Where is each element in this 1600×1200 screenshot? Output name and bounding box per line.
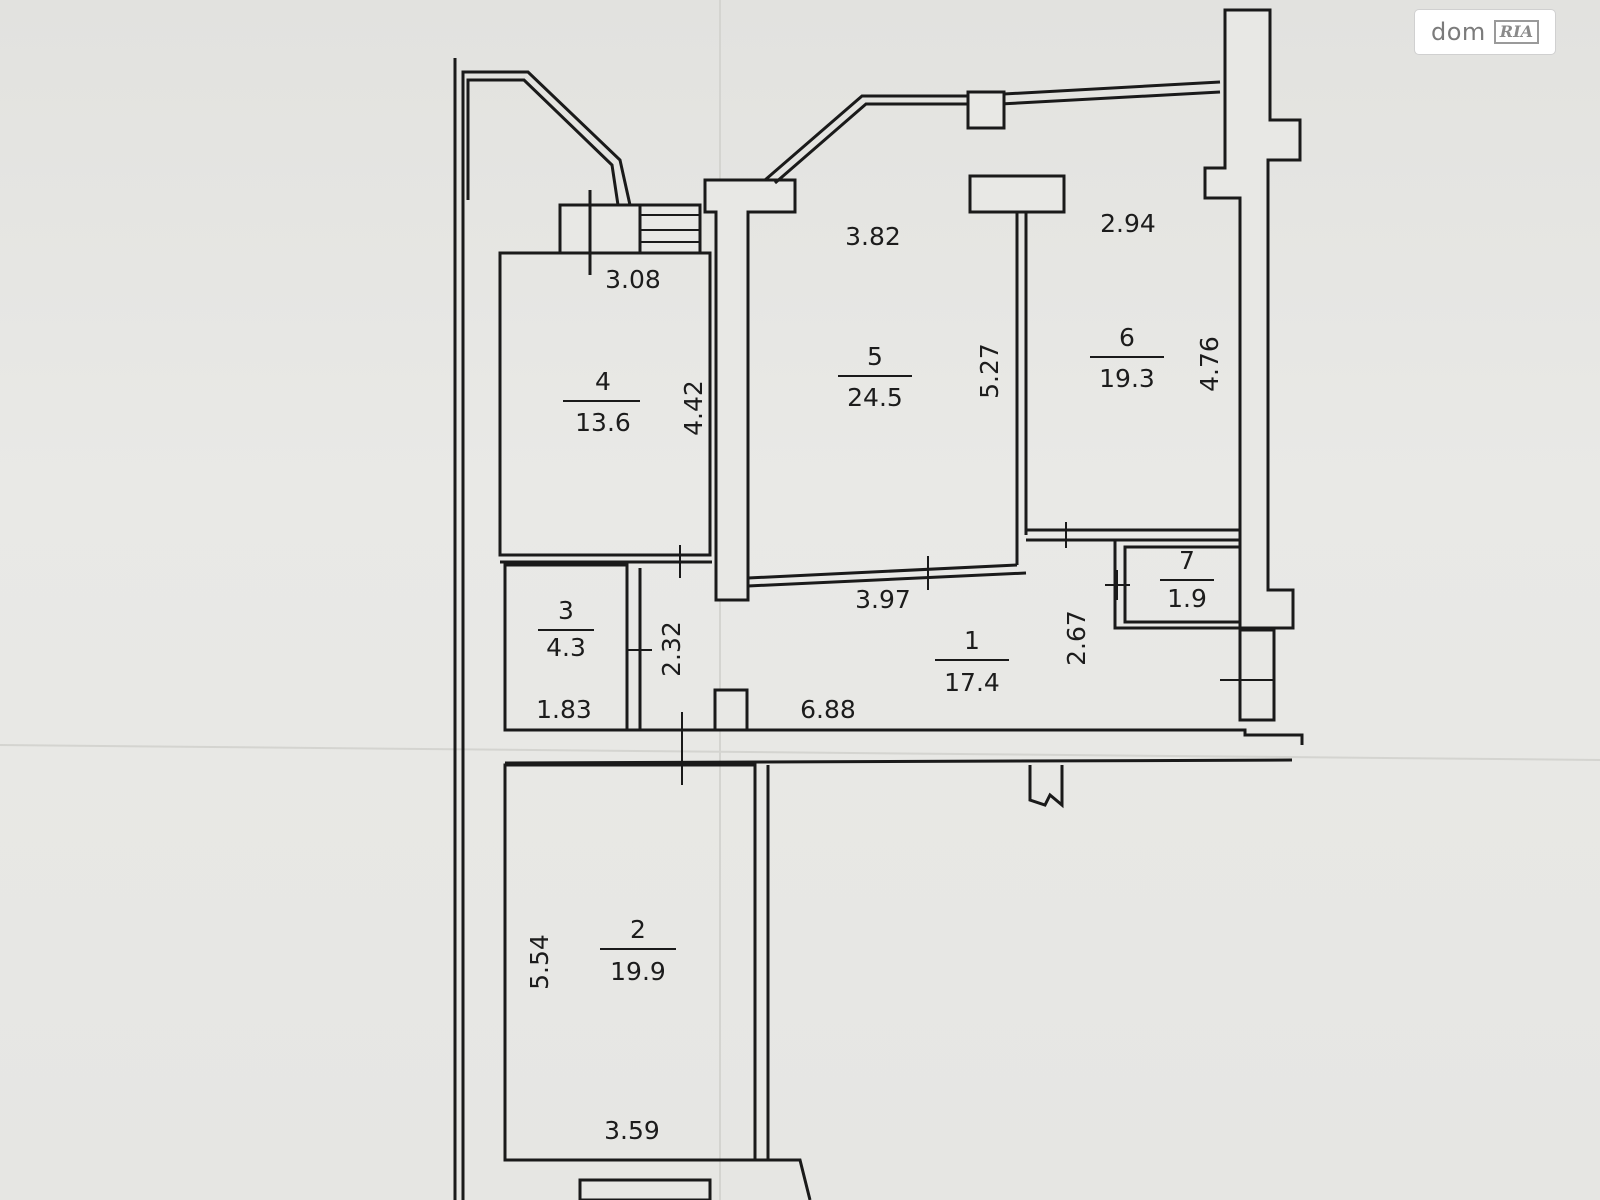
dimension-label: 4.76 [1195,336,1224,392]
room-area: 24.5 [847,383,903,412]
room-number: 5 [867,342,883,371]
room-number: 6 [1119,323,1135,352]
room-label-2: 2 19.9 [600,915,676,986]
paper-fold-line [0,744,1600,761]
dimension-label: 1.83 [536,695,592,724]
room-number: 7 [1179,546,1195,575]
dom-ria-watermark-logo: dom RIA [1415,10,1555,54]
room-label-4: 4 13.6 [563,367,640,437]
outer-walls [453,8,1304,1200]
dimension-label: 6.88 [800,695,856,724]
dimension-label: 3.97 [855,585,911,614]
room-label-7: 7 1.9 [1160,546,1214,613]
room-label-1: 1 17.4 [935,626,1009,697]
dimension-label: 3.08 [605,265,661,294]
room-number: 2 [630,915,646,944]
room-area: 19.9 [610,957,666,986]
dimension-label: 2.67 [1062,610,1091,666]
room-number: 4 [595,367,611,396]
room-label-5: 5 24.5 [838,342,912,412]
room-number: 1 [964,626,980,655]
dimension-label: 3.82 [845,222,901,251]
room-area: 19.3 [1099,364,1155,393]
dimension-label: 5.27 [975,343,1004,399]
room-number: 3 [558,596,574,625]
dimension-label: 2.94 [1100,209,1156,238]
room-label-3: 3 4.3 [538,596,594,662]
logo-text-dom: dom [1431,18,1486,46]
room-area: 4.3 [546,633,586,662]
room-label-6: 6 19.3 [1090,323,1164,393]
dimension-label: 5.54 [525,934,554,990]
room-area: 17.4 [944,668,1000,697]
dimension-labels: 3.08 4.42 3.82 5.27 3.97 2.94 4.76 1.83 … [525,209,1224,1145]
dimension-label: 3.59 [604,1116,660,1145]
dimension-label: 2.32 [657,621,686,677]
room-area: 13.6 [575,408,631,437]
room-area: 1.9 [1167,584,1207,613]
dimension-label: 4.42 [679,380,708,436]
logo-text-ria: RIA [1493,20,1539,44]
